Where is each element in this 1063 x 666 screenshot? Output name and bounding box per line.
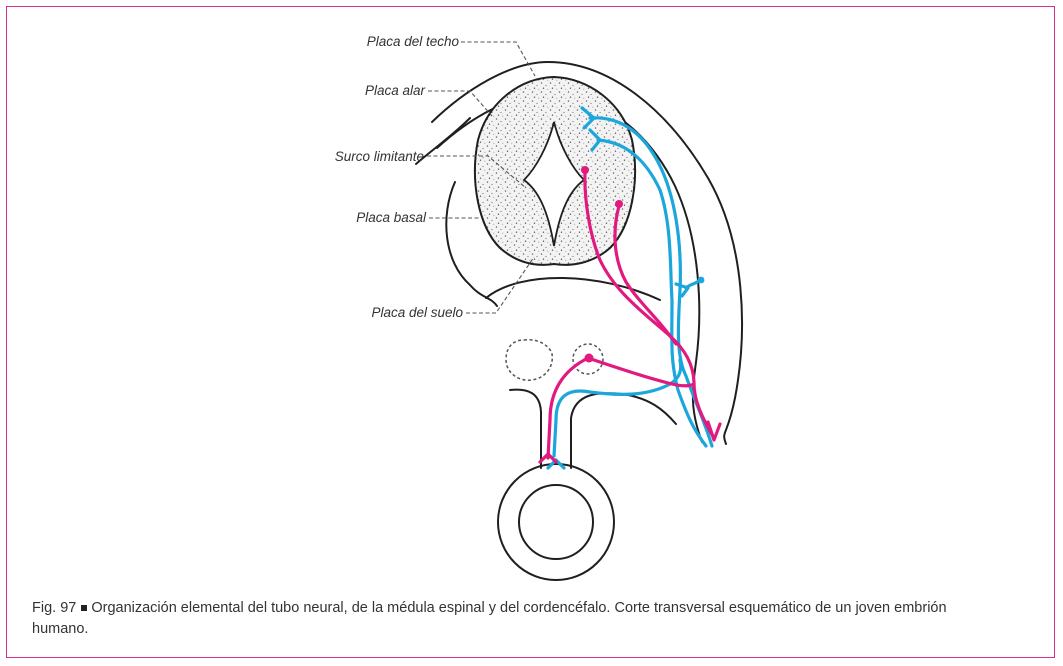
nerve-stalk-inner: [571, 393, 676, 468]
label-floor-plate: Placa del suelo: [371, 305, 463, 320]
sensory-branch-dot: [698, 277, 705, 284]
leader-floor-plate: [466, 257, 534, 313]
sensory-root: [554, 360, 681, 456]
caption-text: Organización elemental del tubo neural, …: [32, 600, 947, 637]
motor-neuron-1: [581, 166, 589, 174]
nerve-stalk-outer: [510, 390, 541, 468]
label-sulcus-limitans: Surco limitante: [335, 149, 424, 164]
figure-number: Fig. 97: [32, 600, 76, 616]
motor-neuron-2: [615, 200, 623, 208]
caption-bullet-icon: [81, 605, 87, 611]
left-wall-upper: [416, 118, 470, 164]
organ-ring-inner: [519, 485, 593, 559]
ganglion-neuron: [585, 354, 594, 363]
label-roof-plate: Placa del techo: [367, 34, 460, 49]
spinal-ganglion-left: [506, 340, 552, 381]
label-alar-plate: Placa alar: [365, 83, 426, 98]
leader-alar-plate: [428, 91, 492, 116]
label-basal-plate: Placa basal: [356, 210, 427, 225]
sensory-ending-3: [676, 284, 688, 296]
organ-ring-outer: [498, 464, 614, 580]
motor-root: [548, 358, 694, 458]
leader-roof-plate: [461, 42, 535, 76]
